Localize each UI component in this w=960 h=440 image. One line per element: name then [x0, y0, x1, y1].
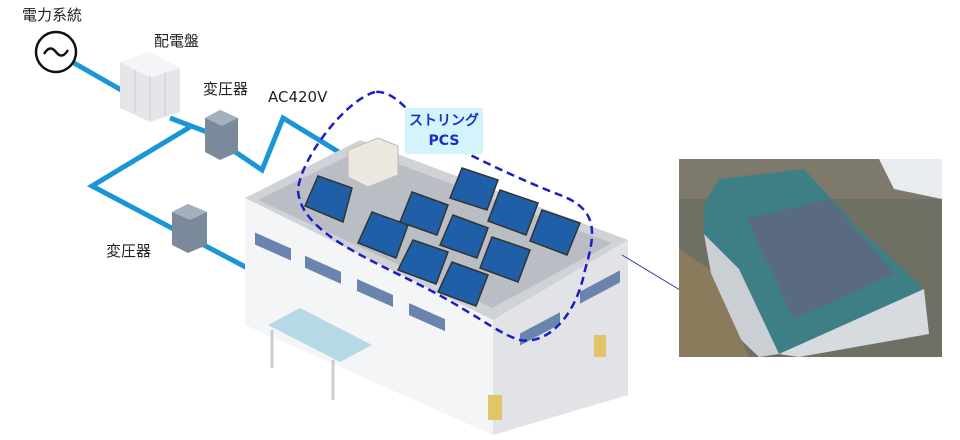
- transformer-top-icon: [205, 110, 238, 160]
- aerial-photo-factory-roof: [679, 159, 942, 357]
- factory-building: [245, 140, 628, 435]
- switchboard-icon: [120, 52, 180, 122]
- transformer-bottom-icon: [172, 204, 207, 253]
- transformer-bottom-label: 変圧器: [106, 242, 152, 260]
- photo-leader-line: [621, 254, 681, 291]
- string-pcs-label-box: ストリング PCS: [405, 108, 483, 154]
- switchboard-label: 配電盤: [154, 32, 200, 50]
- photo-illustration: [679, 159, 942, 357]
- voltage-label: AC420V: [268, 88, 328, 106]
- string-pcs-unit-icon: [347, 137, 399, 188]
- grid-label: 電力系統: [22, 6, 83, 24]
- transformer-top-label: 変圧器: [203, 80, 249, 98]
- ac-source-icon: [34, 30, 78, 74]
- pcs-label-line1: ストリング: [409, 113, 479, 129]
- pcs-label-line2: PCS: [428, 133, 460, 149]
- solar-panels: [304, 167, 581, 307]
